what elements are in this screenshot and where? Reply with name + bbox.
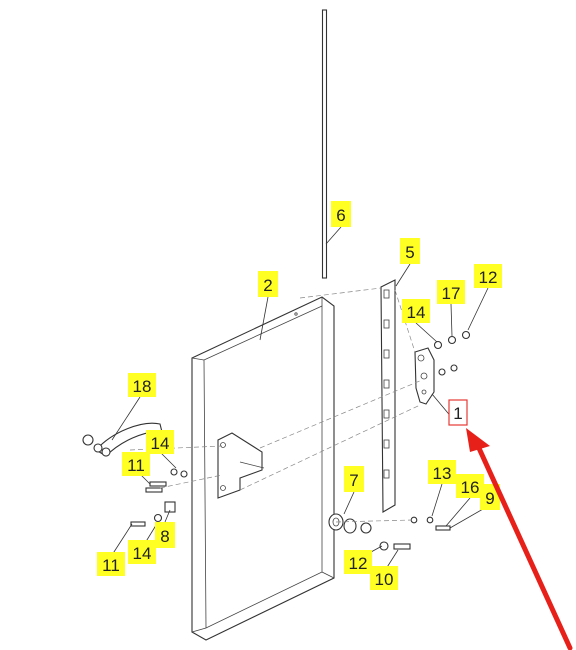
rod-part <box>321 9 328 279</box>
callout-6[interactable]: 6 <box>331 201 351 227</box>
callout-16[interactable]: 16 <box>456 474 484 498</box>
pointer-arrow <box>466 428 573 650</box>
callout-7-label: 7 <box>349 471 358 490</box>
callout-10-label: 10 <box>375 570 394 589</box>
callout-17-label: 17 <box>442 284 461 303</box>
callout-10[interactable]: 10 <box>370 566 398 590</box>
gasket-part <box>328 513 411 551</box>
callout-12-lower[interactable]: 12 <box>344 550 372 574</box>
callout-5-label: 5 <box>405 243 414 262</box>
callout-12-lower-label: 12 <box>349 554 368 573</box>
callout-14-left[interactable]: 14 <box>146 430 174 454</box>
callout-14-lower-label: 14 <box>133 544 152 563</box>
callout-14-upper[interactable]: 14 <box>402 299 430 323</box>
callout-1-label: 1 <box>453 404 462 423</box>
callout-12-upper[interactable]: 12 <box>474 264 502 288</box>
callout-13-label: 13 <box>433 464 452 483</box>
callout-2-label: 2 <box>263 276 272 295</box>
callout-18[interactable]: 18 <box>128 373 156 397</box>
lock-bracket-part <box>414 347 435 405</box>
washer-group <box>410 330 471 531</box>
callout-16-label: 16 <box>461 478 480 497</box>
callout-8[interactable]: 8 <box>155 522 175 548</box>
callout-5[interactable]: 5 <box>400 238 420 264</box>
callout-11-upper[interactable]: 11 <box>122 452 150 476</box>
callout-8-label: 8 <box>160 527 169 546</box>
callout-9-label: 9 <box>485 489 494 508</box>
latch-plate-part <box>217 432 265 499</box>
hinge-strip-part <box>380 279 396 513</box>
callout-13[interactable]: 13 <box>428 460 456 484</box>
callout-11-lower[interactable]: 11 <box>97 552 125 576</box>
callout-2[interactable]: 2 <box>258 271 278 297</box>
callout-12-upper-label: 12 <box>479 268 498 287</box>
callout-1[interactable]: 1 <box>448 399 468 426</box>
callout-6-label: 6 <box>336 206 345 225</box>
callout-18-label: 18 <box>133 377 152 396</box>
callout-14-lower[interactable]: 14 <box>128 540 156 564</box>
callout-9[interactable]: 9 <box>480 484 500 510</box>
callout-14-left-label: 14 <box>151 434 170 453</box>
small-fasteners-left <box>130 468 188 527</box>
callout-17[interactable]: 17 <box>437 280 465 304</box>
callout-11-lower-label: 11 <box>102 556 120 575</box>
door-frame-part <box>191 296 335 641</box>
callout-11-upper-label: 11 <box>127 456 145 475</box>
callout-7[interactable]: 7 <box>344 466 364 492</box>
callout-14-upper-label: 14 <box>407 303 426 322</box>
